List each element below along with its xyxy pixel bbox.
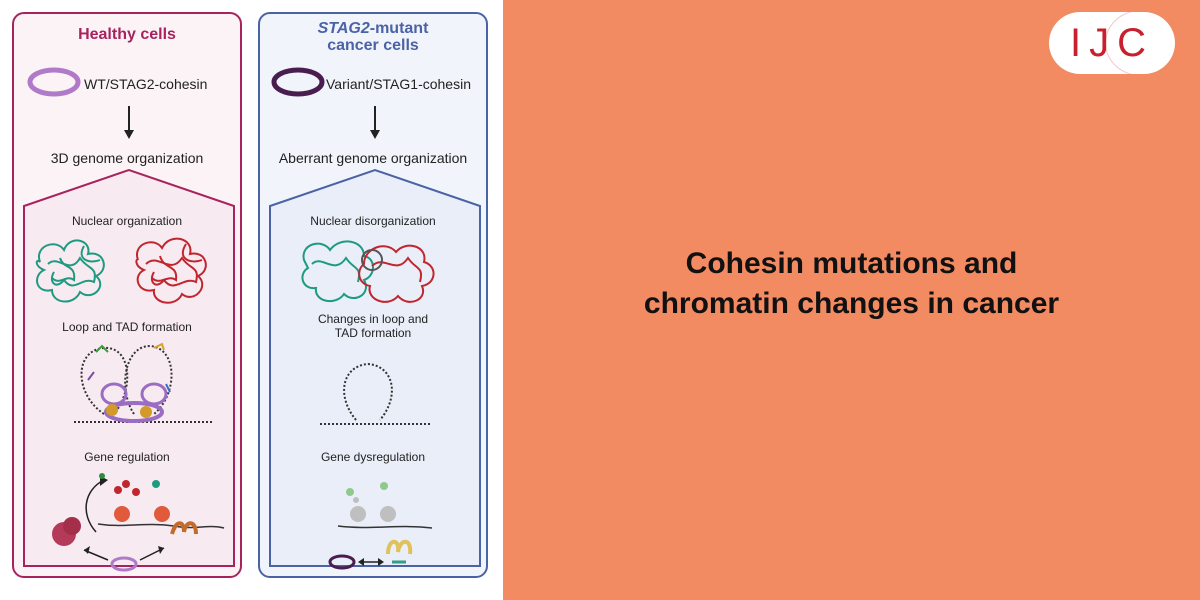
gene-dysregulation-icon (328, 482, 433, 570)
gene-regulation-icon (52, 473, 225, 572)
logo-text: IJC (1070, 21, 1154, 65)
panel-title-line2: cancer cells (327, 37, 419, 54)
arrow-down-icon (370, 106, 380, 139)
mutant-illustration (269, 67, 481, 570)
headline-line1: Cohesin mutations and (685, 247, 1018, 280)
panel-title: STAG2-mutant cancer cells (260, 20, 486, 54)
gene-regulation-label: Gene regulation (84, 450, 170, 464)
chromatin-loop-icon (74, 342, 214, 423)
logo-ring-icon (1105, 12, 1175, 74)
cohesin-legend-label: Variant/STAG1-cohesin (326, 76, 471, 92)
cohesin-legend-label: WT/STAG2-cohesin (84, 76, 208, 92)
genome-organization-label: Aberrant genome organization (278, 150, 468, 166)
wt-cohesin-ring-icon (27, 67, 81, 97)
panel-title: Healthy cells (78, 26, 176, 43)
gene-dysregulation-label: Gene dysregulation (320, 450, 426, 464)
variant-cohesin-ring-icon (271, 67, 325, 97)
headline-area: IJC Cohesin mutations and chromatin chan… (503, 0, 1200, 600)
figure-area: Healthy cells WT/STAG2-cohesin 3D genome… (0, 0, 503, 600)
loop-tad-label-line2: TAD formation (334, 326, 412, 340)
red-chromatin-icon (135, 237, 207, 304)
mutant-panel: STAG2-mutant cancer cells Variant/STAG1-… (258, 12, 488, 578)
panel-title-suffix: -mutant (369, 20, 429, 37)
headline: Cohesin mutations and chromatin changes … (503, 244, 1200, 324)
nuclear-organization-label: Nuclear organization (71, 214, 183, 228)
mixed-chromatin-icon (301, 240, 435, 303)
panel-title-gene: STAG2 (317, 20, 370, 37)
loop-tad-label-line1: Changes in loop and (317, 312, 429, 326)
healthy-illustration (23, 67, 235, 572)
loop-tad-label: Loop and TAD formation (62, 320, 192, 334)
green-chromatin-icon (35, 239, 105, 303)
chromatin-loop-icon (320, 362, 430, 425)
healthy-panel: Healthy cells WT/STAG2-cohesin 3D genome… (12, 12, 242, 578)
headline-line2: chromatin changes in cancer (643, 287, 1060, 320)
nuclear-disorganization-label: Nuclear disorganization (310, 214, 436, 228)
genome-organization-label: 3D genome organization (50, 150, 204, 166)
ijc-logo: IJC (1049, 12, 1175, 74)
arrow-down-icon (124, 106, 134, 139)
